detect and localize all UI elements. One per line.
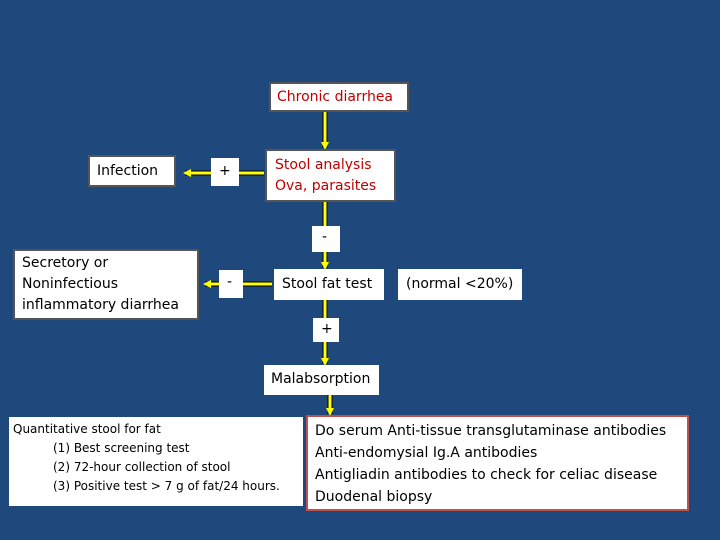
chronic-diarrhea-box: Chronic diarrhea (269, 82, 409, 112)
stool-analysis-box: Stool analysis Ova, parasites (265, 149, 396, 202)
infection-box: Infection (88, 155, 176, 187)
normal-range-label: (normal <20%) (406, 276, 514, 292)
infection-label: Infection (97, 163, 159, 179)
minus-sign-fat: - (219, 270, 243, 298)
quantitative-title: Quantitative stool for fat (13, 422, 161, 436)
stool-analysis-line2: Ova, parasites (275, 178, 377, 194)
quantitative-item: (1) Best screening test (53, 441, 190, 455)
celiac-line4: Duodenal biopsy (315, 489, 433, 505)
celiac-line1: Do serum Anti-tissue transglutaminase an… (315, 423, 667, 439)
plus-sign-infection: + (211, 158, 239, 186)
stool-analysis-line1: Stool analysis (275, 157, 372, 173)
secretory-line1: Secretory or (22, 255, 109, 271)
celiac-line3: Antigliadin antibodies to check for celi… (315, 467, 658, 483)
celiac-tests-box: Do serum Anti-tissue transglutaminase an… (306, 415, 689, 511)
plus-sign-fat: + (313, 318, 339, 342)
chronic-diarrhea-label: Chronic diarrhea (277, 89, 394, 105)
normal-range-box: (normal <20%) (398, 269, 522, 300)
secretory-box: Secretory or Noninfectious inflammatory … (13, 249, 199, 320)
secretory-line2: Noninfectious (22, 276, 119, 292)
quantitative-item: (2) 72-hour collection of stool (53, 460, 231, 474)
stool-fat-test-box: Stool fat test (274, 269, 384, 300)
secretory-line3: inflammatory diarrhea (22, 297, 180, 313)
celiac-line2: Anti-endomysial Ig.A antibodies (315, 445, 538, 461)
malabsorption-box: Malabsorption (264, 365, 379, 395)
minus-sign-analysis: - (312, 226, 340, 252)
malabsorption-label: Malabsorption (271, 371, 371, 387)
quantitative-item: (3) Positive test > 7 g of fat/24 hours. (53, 479, 280, 493)
quantitative-fat-box: Quantitative stool for fat (1) Best scre… (9, 417, 303, 506)
stool-fat-test-label: Stool fat test (282, 276, 373, 292)
